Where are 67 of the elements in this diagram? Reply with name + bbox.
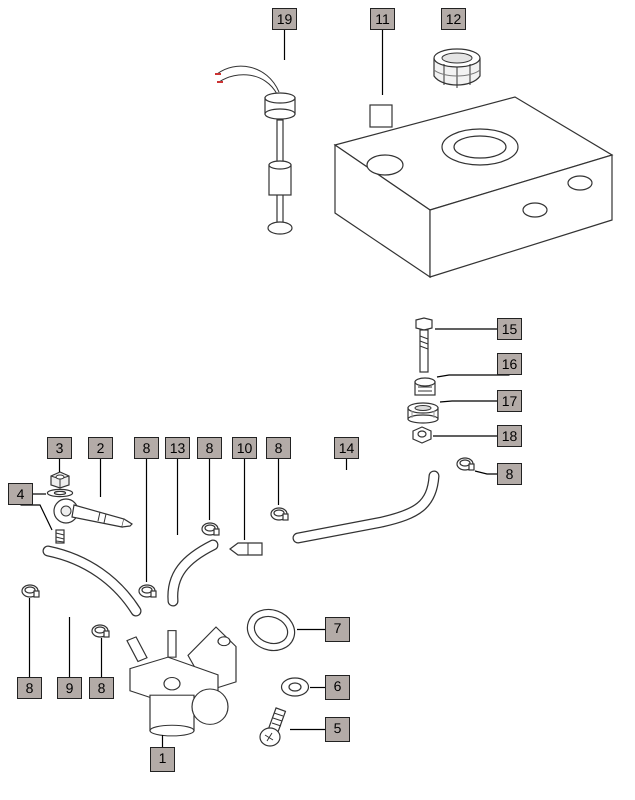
leader-line <box>162 735 164 747</box>
callout-number: 13 <box>165 437 190 459</box>
callout-number: 8 <box>134 437 159 459</box>
leader-line <box>244 459 246 540</box>
callout-number: 17 <box>497 390 522 412</box>
callout-number: 5 <box>325 717 350 742</box>
callout-number: 8 <box>17 677 42 699</box>
callout-number: 3 <box>47 437 72 459</box>
callout-number: 14 <box>334 437 359 459</box>
leader-line <box>297 628 325 630</box>
hose-drawing <box>292 470 442 545</box>
leader-line <box>433 435 497 437</box>
leader-line <box>284 30 286 60</box>
callout-number: 16 <box>497 353 522 375</box>
leader-line <box>474 470 497 475</box>
nipple-drawing <box>228 540 264 558</box>
callout-number: 8 <box>197 437 222 459</box>
callout-number: 11 <box>370 8 395 30</box>
leader-line <box>440 400 497 403</box>
hose-clamp-drawing <box>455 455 475 471</box>
leader-line <box>33 493 46 495</box>
hose-clamp-drawing <box>20 582 40 598</box>
washer-drawing <box>46 489 74 497</box>
gasket-drawing <box>245 608 297 653</box>
leader-line <box>208 459 210 520</box>
nut-drawing <box>413 377 437 397</box>
leader-line <box>68 617 70 677</box>
leader-line <box>278 459 280 505</box>
hose-clamp-drawing <box>269 505 289 521</box>
callout-number: 1 <box>150 747 175 772</box>
leader-line <box>20 504 53 530</box>
filler-cap-drawing <box>432 48 482 90</box>
callout-number: 9 <box>57 677 82 699</box>
hose-clamp-drawing <box>200 520 220 536</box>
leader-line <box>290 728 325 730</box>
leader-line <box>436 374 510 378</box>
leader-line <box>176 459 178 535</box>
callout-number: 8 <box>89 677 114 699</box>
leader-line <box>100 638 102 677</box>
leader-line <box>58 459 60 472</box>
nut-drawing <box>411 427 433 444</box>
callout-number: 10 <box>232 437 257 459</box>
callout-number: 4 <box>8 483 33 505</box>
leader-line <box>100 459 102 497</box>
leader-line <box>310 686 325 688</box>
callout-number: 19 <box>272 8 297 30</box>
leader-line <box>28 598 30 677</box>
hose-clamp-drawing <box>90 622 110 638</box>
leader-line <box>382 30 384 95</box>
leader-line <box>346 459 348 470</box>
leader-line <box>146 459 148 582</box>
callout-number: 2 <box>88 437 113 459</box>
hose-fitting-drawing <box>52 497 134 529</box>
washer-drawing <box>280 677 310 697</box>
bolt-drawing <box>413 318 435 373</box>
callout-number: 12 <box>441 8 466 30</box>
spacer-drawing <box>406 402 440 424</box>
callout-number: 6 <box>325 675 350 700</box>
hose-clamp-drawing <box>137 582 157 598</box>
callout-number: 8 <box>266 437 291 459</box>
leader-line <box>435 328 497 330</box>
callout-number: 15 <box>497 318 522 340</box>
callout-number: 7 <box>325 617 350 642</box>
banjo-bolt-drawing <box>49 472 71 488</box>
callout-number: 18 <box>497 425 522 447</box>
callout-number: 8 <box>497 463 522 485</box>
hose-drawing <box>42 545 142 617</box>
